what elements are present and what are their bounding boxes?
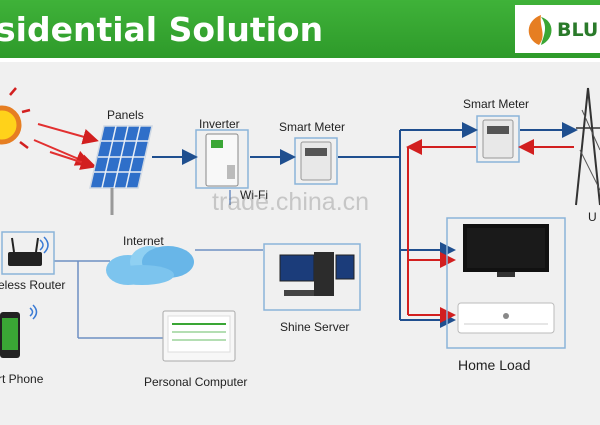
inverter-icon bbox=[196, 130, 248, 188]
sun-rays bbox=[34, 124, 95, 166]
server-icon bbox=[264, 244, 360, 310]
inverter-label: Inverter bbox=[199, 117, 240, 131]
home-load-box bbox=[447, 218, 565, 348]
personal-computer-label: Personal Computer bbox=[144, 375, 247, 389]
router-label: eless Router bbox=[0, 278, 65, 292]
smart-phone-icon bbox=[0, 305, 37, 358]
utility-label: U bbox=[588, 210, 597, 224]
watermark-text: trade.china.cn bbox=[212, 188, 369, 217]
monitor-icon bbox=[163, 311, 235, 361]
smart-phone-label: rt Phone bbox=[0, 372, 43, 386]
smart-meter-icon bbox=[477, 116, 519, 162]
solar-panel-icon bbox=[90, 126, 152, 215]
panels-label: Panels bbox=[107, 108, 144, 122]
router-icon bbox=[2, 232, 54, 274]
smart-meter-icon bbox=[295, 138, 337, 184]
power-tower-icon bbox=[576, 88, 600, 205]
smart-meter-2-label: Smart Meter bbox=[463, 97, 529, 111]
cloud-icon bbox=[106, 246, 194, 285]
shine-server-label: Shine Server bbox=[280, 320, 349, 334]
home-load-label: Home Load bbox=[458, 357, 530, 373]
smart-meter-1-label: Smart Meter bbox=[279, 120, 345, 134]
sun-icon bbox=[0, 88, 30, 148]
internet-label: Internet bbox=[123, 234, 164, 248]
